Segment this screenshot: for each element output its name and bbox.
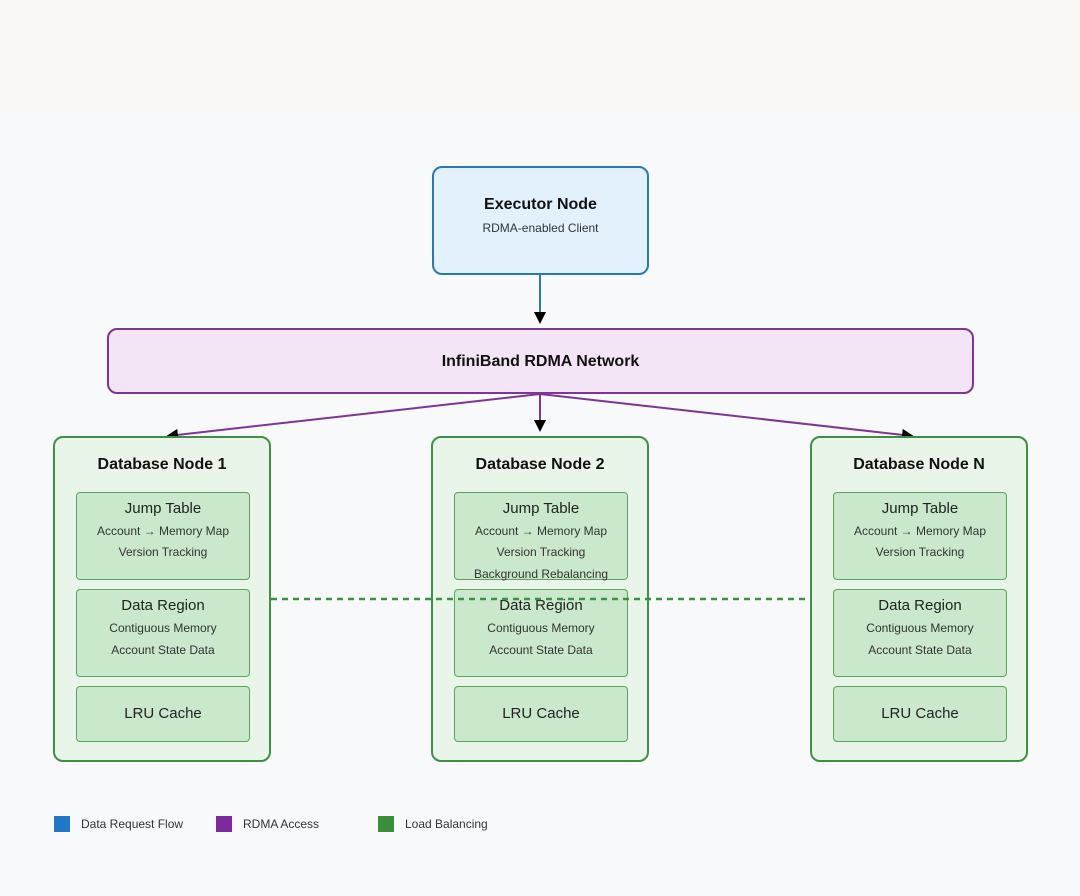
jump-table-line: Account → Memory Map xyxy=(853,524,987,538)
executor-subtitle: RDMA-enabled Client xyxy=(482,221,599,235)
db-node-title: Database Node 1 xyxy=(97,456,227,473)
jump-table[interactable]: Jump Table Account → Memory Map Version … xyxy=(76,492,250,580)
data-region-title: Data Region xyxy=(878,597,962,614)
data-region[interactable]: Data Region Contiguous Memory Account St… xyxy=(454,589,628,677)
database-node-n[interactable]: Database Node N Jump Table Account → Mem… xyxy=(810,436,1028,762)
data-region-title: Data Region xyxy=(121,597,205,614)
jump-table-line: Version Tracking xyxy=(875,545,965,559)
db-node-title: Database Node N xyxy=(853,456,985,473)
data-region-title: Data Region xyxy=(499,597,583,614)
legend-swatch xyxy=(54,816,70,832)
legend-swatch xyxy=(378,816,394,832)
data-region-line: Contiguous Memory xyxy=(866,621,974,635)
jump-table-title: Jump Table xyxy=(881,500,959,517)
database-node-1[interactable]: Database Node 1 Jump Table Account → Mem… xyxy=(53,436,271,762)
data-region[interactable]: Data Region Contiguous Memory Account St… xyxy=(833,589,1007,677)
data-region-line: Contiguous Memory xyxy=(109,621,217,635)
lru-cache[interactable]: LRU Cache xyxy=(76,686,250,742)
lru-cache[interactable]: LRU Cache xyxy=(833,686,1007,742)
rdma-network[interactable]: InfiniBand RDMA Network xyxy=(107,328,974,394)
executor-node[interactable]: Executor Node RDMA-enabled Client xyxy=(432,166,649,275)
legend-swatch xyxy=(216,816,232,832)
executor-title: Executor Node xyxy=(484,196,597,213)
db-node-title: Database Node 2 xyxy=(475,456,605,473)
jump-table-line: Account → Memory Map xyxy=(96,524,230,538)
lru-cache-title: LRU Cache xyxy=(881,705,959,722)
jump-table[interactable]: Jump Table Account → Memory Map Version … xyxy=(833,492,1007,580)
legend-label: RDMA Access xyxy=(243,817,320,831)
data-region-line: Account State Data xyxy=(868,643,972,657)
jump-table-line: Version Tracking xyxy=(496,545,586,559)
jump-table-line: Background Rebalancing xyxy=(473,567,609,581)
data-region-line: Account State Data xyxy=(111,643,215,657)
jump-table-line: Version Tracking xyxy=(118,545,208,559)
legend-label: Data Request Flow xyxy=(81,817,184,831)
jump-table-title: Jump Table xyxy=(502,500,580,517)
database-node-2[interactable]: Database Node 2 Jump Table Account → Mem… xyxy=(431,436,649,762)
lru-cache-title: LRU Cache xyxy=(124,705,202,722)
lru-cache-title: LRU Cache xyxy=(502,705,580,722)
legend-label: Load Balancing xyxy=(405,817,488,831)
data-region-line: Account State Data xyxy=(489,643,593,657)
data-region-line: Contiguous Memory xyxy=(487,621,595,635)
jump-table-line: Account → Memory Map xyxy=(474,524,608,538)
jump-table-title: Jump Table xyxy=(124,500,202,517)
data-region[interactable]: Data Region Contiguous Memory Account St… xyxy=(76,589,250,677)
lru-cache[interactable]: LRU Cache xyxy=(454,686,628,742)
network-title: InfiniBand RDMA Network xyxy=(441,353,640,370)
jump-table[interactable]: Jump Table Account → Memory Map Version … xyxy=(454,492,628,581)
